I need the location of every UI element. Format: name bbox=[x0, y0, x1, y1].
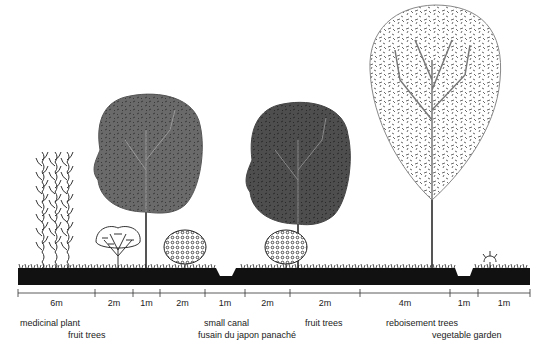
zone-label: vegetable garden bbox=[432, 330, 502, 340]
dimension-label: 1m bbox=[457, 298, 472, 308]
dimension-label: 2m bbox=[107, 298, 122, 308]
dimension-label: 1m bbox=[497, 298, 512, 308]
dimension-label: 2m bbox=[260, 298, 275, 308]
dimension-label: 1m bbox=[139, 298, 154, 308]
zone-label: fruit trees bbox=[68, 330, 106, 340]
dimension-label: 1m bbox=[218, 298, 233, 308]
dimension-label: 4m bbox=[398, 298, 413, 308]
zone-label: reboisement trees bbox=[386, 318, 458, 328]
zone-label: fruit trees bbox=[305, 318, 343, 328]
dimension-label: 2m bbox=[175, 298, 190, 308]
dimension-label: 2m bbox=[318, 298, 333, 308]
ground-section bbox=[18, 268, 530, 285]
zone-label: fusain du japon panaché bbox=[198, 330, 296, 340]
dimension-label: 6m bbox=[49, 298, 64, 308]
zone-label: small canal bbox=[204, 318, 249, 328]
zone-label: medicinal plant bbox=[20, 318, 80, 328]
